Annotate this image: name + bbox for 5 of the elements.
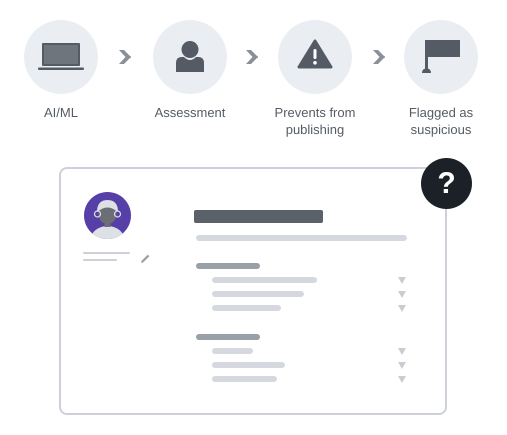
step-label: Flagged as suspicious — [408, 104, 474, 138]
question-mark: ? — [421, 158, 472, 209]
step-label: Prevents from publishing — [274, 104, 356, 138]
step-label: Assessment — [154, 104, 226, 121]
step-label: AI/ML — [44, 104, 78, 121]
